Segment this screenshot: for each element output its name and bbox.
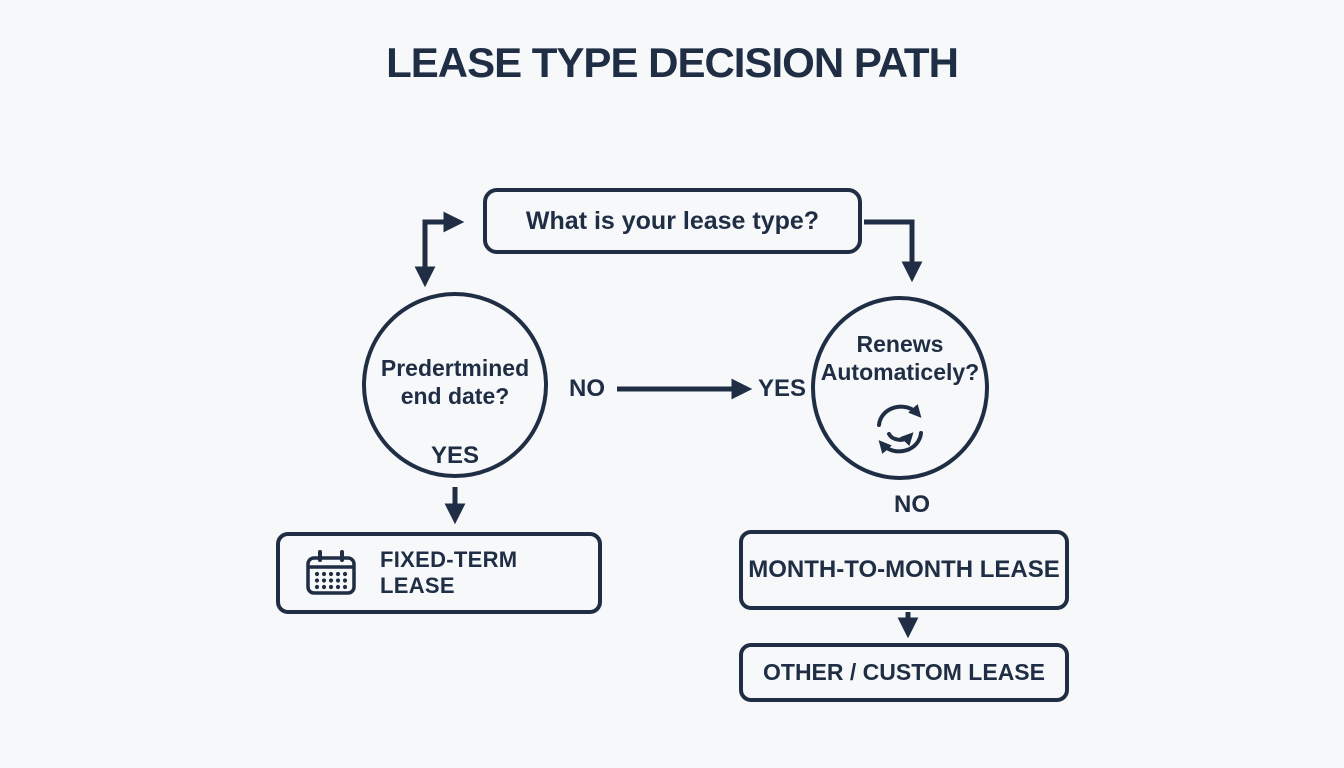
decision-circle-end-date: Predertmined end date? YES — [362, 292, 548, 478]
decision-circle-end-date-label: Predertmined end date? — [380, 355, 530, 409]
edge-label-no: NO — [569, 375, 605, 402]
edge-label-yes: YES — [757, 375, 807, 402]
calendar-icon — [304, 549, 358, 597]
connector-root-to-right-circle — [864, 219, 923, 283]
refresh-icon — [868, 398, 932, 460]
decision-circle-renews: Renews Automaticely? — [811, 296, 989, 480]
outcome-month-to-month-label: MONTH-TO-MONTH LEASE — [748, 556, 1060, 583]
outcome-fixed-term-label: FIXED-TERM LEASE — [380, 547, 518, 598]
outcome-other-custom-label: OTHER / CUSTOM LEASE — [763, 659, 1045, 685]
outcome-box-other-custom: OTHER / CUSTOM LEASE — [739, 643, 1069, 702]
page-title: LEASE TYPE DECISION PATH — [386, 39, 959, 86]
edge-label-yes-left: YES — [430, 442, 480, 469]
edge-label-no-bottom: NO — [894, 491, 930, 518]
outcome-box-fixed-term: FIXED-TERM LEASE — [276, 532, 602, 614]
decision-box-lease-type-label: What is your lease type? — [525, 206, 820, 235]
decision-circle-renews-label: Renews Automaticely? — [820, 331, 980, 385]
outcome-box-month-to-month: MONTH-TO-MONTH LEASE — [739, 530, 1069, 610]
connector-root-to-left-circle — [414, 211, 465, 288]
decision-box-lease-type: What is your lease type? — [483, 188, 862, 254]
